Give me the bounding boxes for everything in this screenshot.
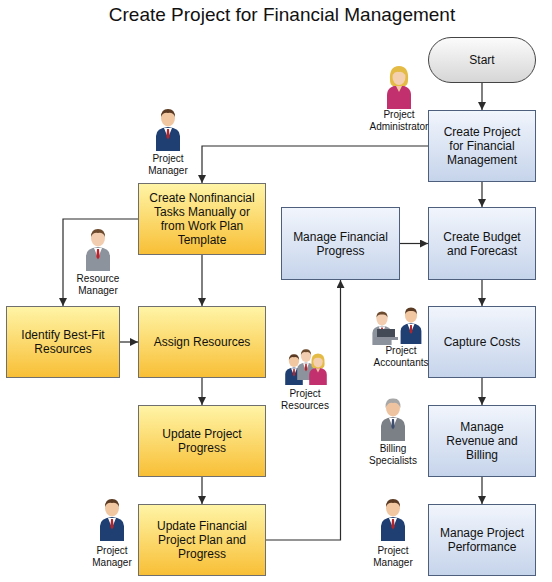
node-text: Manage Revenue and Billing [435, 420, 529, 462]
process-box: Manage Project Performance [428, 504, 536, 576]
node-text: Start [469, 53, 494, 67]
flow-arrow [266, 280, 341, 540]
person-icon [156, 109, 180, 151]
process-box: Capture Costs [428, 306, 536, 378]
flow-arrow [120, 341, 138, 342]
role-label: Project Administrator [364, 109, 434, 133]
flow-arrow [201, 255, 202, 306]
node-text: Update Project Progress [145, 427, 259, 455]
process-box: Create Budget and Forecast [428, 207, 536, 280]
flow-arrow [201, 378, 202, 405]
process-box: Manage Financial Progress [281, 207, 400, 280]
node-text: Manage Project Performance [435, 526, 529, 554]
node-text: Assign Resources [154, 335, 251, 349]
flow-arrow [63, 219, 138, 306]
role-label: Project Manager [133, 153, 203, 177]
person-icon [401, 308, 422, 344]
node-text: Capture Costs [444, 335, 521, 349]
flow-arrow [481, 182, 482, 207]
flow-arrow [481, 280, 482, 306]
role-label: Project Resources [270, 388, 340, 412]
role-label: Project Accountants [366, 345, 436, 369]
node-text: Create Nonfinancial Tasks Manually or fr… [145, 191, 259, 247]
diagram-title: Create Project for Financial Management [0, 4, 552, 26]
process-box: Manage Revenue and Billing [428, 405, 536, 477]
person-icon [387, 66, 411, 109]
person-icon [100, 499, 124, 541]
process-box: Identify Best-Fit Resources [6, 306, 120, 378]
role-label: Billing Specialists [358, 443, 428, 467]
process-box: Create Project for Financial Management [428, 110, 536, 182]
process-box: Create Nonfinancial Tasks Manually or fr… [138, 183, 266, 255]
flow-arrow [481, 83, 482, 110]
node-text: Manage Financial Progress [288, 230, 393, 258]
node-text: Create Budget and Forecast [435, 230, 529, 258]
process-box: Update Project Progress [138, 405, 266, 477]
role-label: Resource Manager [63, 273, 133, 297]
flow-arrow [201, 477, 202, 504]
process-box: Assign Resources [138, 306, 266, 378]
person-icon [86, 229, 110, 271]
start-terminator: Start [428, 37, 536, 83]
person-icon [381, 499, 405, 541]
process-box: Update Financial Project Plan and Progre… [138, 504, 266, 576]
person-icon [309, 353, 327, 385]
flow-arrow [400, 243, 428, 244]
role-label: Project Manager [77, 545, 147, 569]
node-text: Identify Best-Fit Resources [13, 328, 113, 356]
laptop-symbol [377, 329, 395, 338]
node-text: Update Financial Project Plan and Progre… [145, 519, 259, 561]
node-text: Create Project for Financial Management [435, 125, 529, 167]
flow-arrow [202, 146, 428, 183]
laptop-symbol [374, 337, 398, 340]
flow-arrow [481, 378, 482, 405]
flow-arrow [481, 477, 482, 504]
role-label: Project Manager [358, 545, 428, 569]
person-icon [381, 398, 405, 441]
